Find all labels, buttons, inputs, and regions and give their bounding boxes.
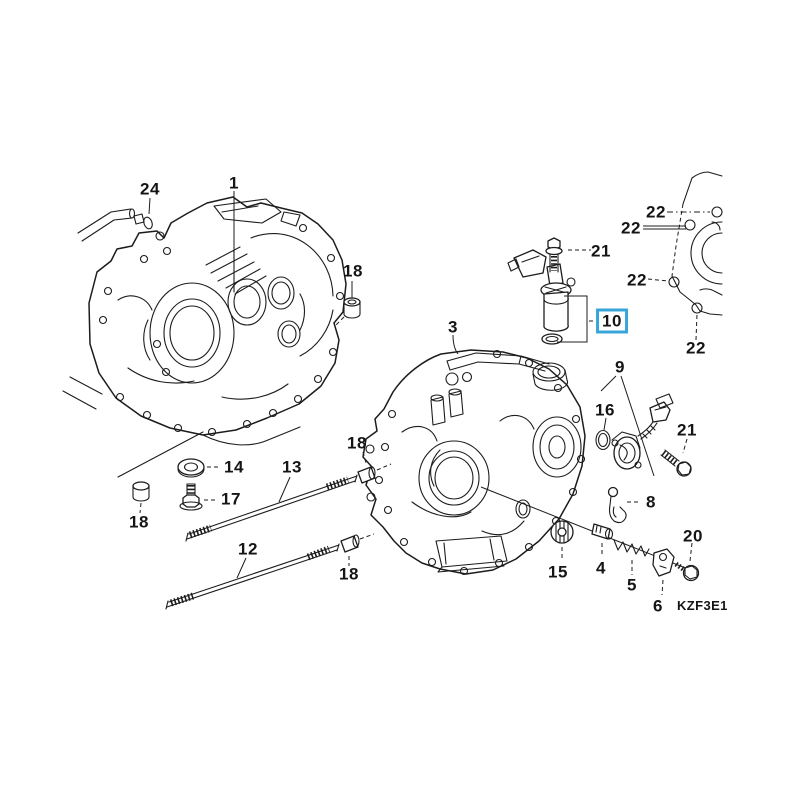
part-label-22-5: 22 <box>646 202 666 222</box>
flange-bolt-20-drawing <box>674 542 700 582</box>
side-cover-partial-drawing <box>668 171 723 316</box>
part-label-24-0: 24 <box>140 179 160 199</box>
collar-18-top-drawing <box>334 281 361 327</box>
flange-bolt-21-right-drawing <box>660 438 692 477</box>
flange-bolt-21-top-drawing <box>545 237 591 273</box>
washer-14-drawing <box>177 458 220 478</box>
part-label-18-19: 18 <box>347 433 367 453</box>
part-label-5-23: 5 <box>627 575 637 595</box>
speed-sensor-10-drawing <box>507 249 598 345</box>
joint-hook-8-drawing <box>607 486 640 524</box>
part-label-8-13: 8 <box>646 492 656 512</box>
part-label-17-16: 17 <box>221 489 241 509</box>
dowel-bushing-18-lower-drawing <box>340 533 375 566</box>
part-label-18-2: 18 <box>343 261 363 281</box>
dowel-bushing-18-upper-drawing <box>357 451 392 484</box>
collar-nut-15-drawing <box>550 520 574 560</box>
part-label-16-11: 16 <box>595 400 615 420</box>
part-label-6-24: 6 <box>653 596 663 616</box>
part-label-3-9: 3 <box>448 317 458 337</box>
selected-part-label-10-4: 10 <box>596 308 628 334</box>
part-label-4-22: 4 <box>596 558 606 578</box>
part-label-9-10: 9 <box>615 357 625 377</box>
part-label-21-3: 21 <box>591 241 611 261</box>
part-label-18-20: 18 <box>339 564 359 584</box>
stud-bolt-12-drawing <box>165 543 340 610</box>
breather-tube-24-drawing <box>77 208 153 242</box>
bolt-17-drawing <box>179 483 217 511</box>
part-label-15-21: 15 <box>548 562 568 582</box>
leader-lines <box>148 191 710 355</box>
drawing-code: KZF3E1 <box>677 598 728 613</box>
o-ring-16-drawing <box>595 417 611 451</box>
stud-bolt-13-drawing <box>185 474 358 542</box>
part-label-22-8: 22 <box>686 338 706 358</box>
bracket-6-drawing <box>652 548 675 596</box>
part-label-20-25: 20 <box>683 526 703 546</box>
part-label-22-6: 22 <box>621 218 641 238</box>
part-label-22-7: 22 <box>627 270 647 290</box>
part-label-12-18: 12 <box>238 539 258 559</box>
part-label-18-17: 18 <box>129 512 149 532</box>
part-label-14-14: 14 <box>224 457 244 477</box>
right-crankcase-half-drawing <box>362 349 586 576</box>
part-label-21-12: 21 <box>677 420 697 440</box>
pin-4-drawing <box>591 523 614 557</box>
part-label-13-15: 13 <box>282 457 302 477</box>
rubber-cap-18-left-drawing <box>132 481 150 514</box>
left-crankcase-half-drawing <box>62 196 347 478</box>
pump-assembly-9-drawing <box>600 375 674 477</box>
part-label-1-1: 1 <box>229 173 239 193</box>
spring-5-drawing <box>613 539 650 575</box>
